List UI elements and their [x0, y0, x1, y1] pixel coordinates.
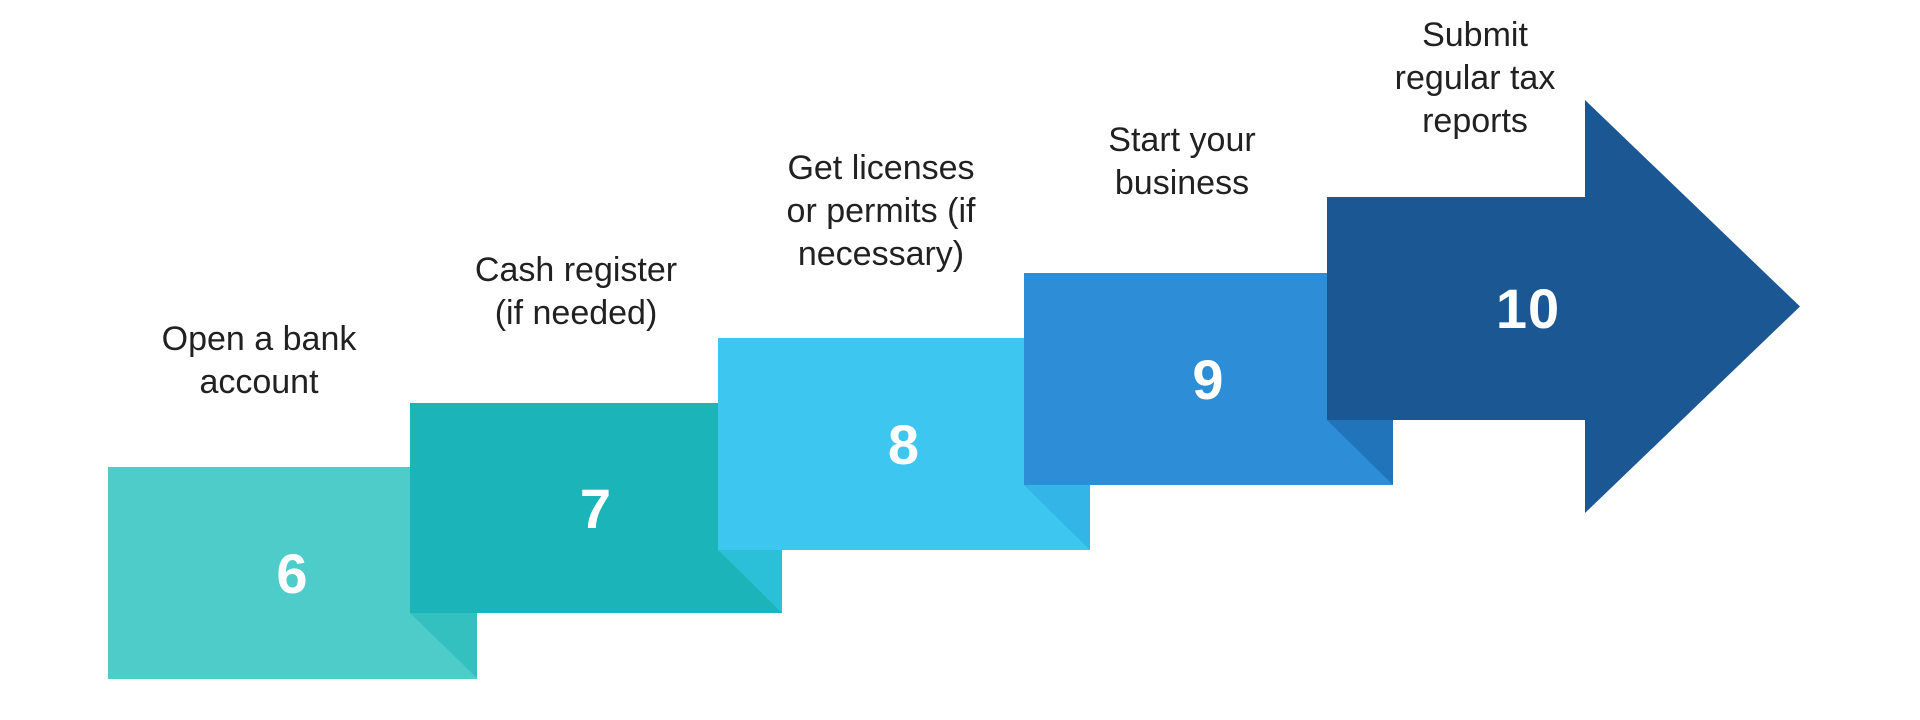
step-7-label: Cash register (if needed) [474, 251, 678, 332]
arrow-head [1585, 100, 1800, 513]
step-8-label: Get licenses or permits (if necessary) [786, 149, 976, 273]
step-9-label: Start your business [1108, 121, 1256, 202]
step-10-label: Submit regular tax reports [1394, 16, 1556, 140]
step-6-label: Open a bank account [161, 320, 357, 401]
step-9-number: 9 [1192, 347, 1225, 411]
step-10-block [1327, 197, 1585, 420]
step-6-number: 6 [276, 541, 309, 605]
step-8-number: 8 [887, 412, 921, 476]
step-7-number: 7 [579, 476, 613, 540]
